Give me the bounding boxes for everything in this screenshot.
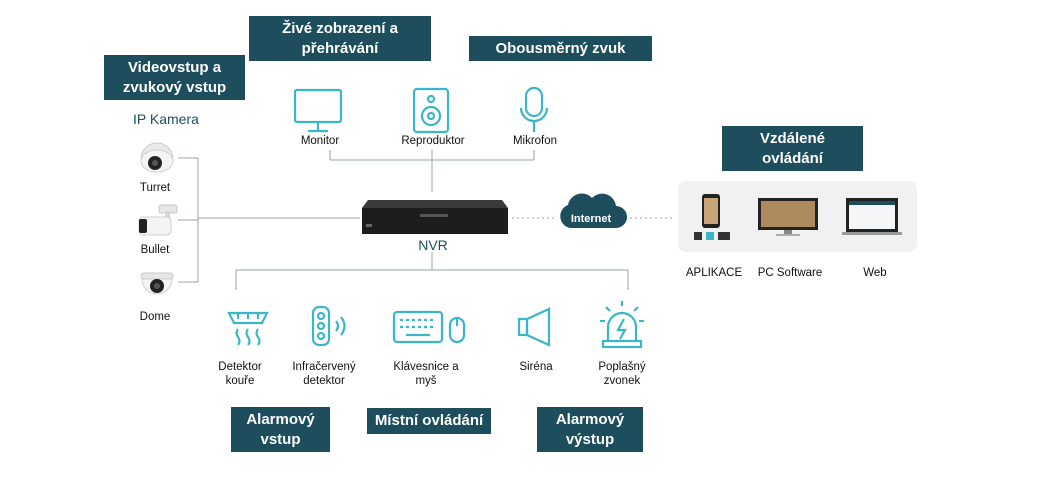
alarm-bell-icon [600,301,644,349]
turret-label: Turret [139,182,171,194]
ip-camera-title: IP Kamera [133,111,199,127]
internet-cloud-icon [560,193,627,228]
infrared-detector-icon [311,305,346,347]
bullet-camera-icon [138,204,178,236]
keyboard-mouse-icon [392,310,466,344]
internet-label: Internet [570,213,612,225]
speaker-icon [412,87,450,134]
nvr-device-icon [362,200,508,234]
web-label: Web [863,267,887,279]
monitor-icon [293,88,343,133]
siren-icon [517,307,551,347]
alarm-input-box: Alarmový vstup [231,407,330,452]
infrared-detector-label: Infračervený detektor [292,361,356,387]
dome-camera-icon [140,272,174,295]
microphone-icon [519,86,549,132]
remote-control-box: Vzdálené ovládání [722,126,863,171]
monitor-label: Monitor [300,135,340,147]
keyboard-mouse-label: Klávesnice a myš [393,361,459,387]
local-control-box: Místní ovládání [367,408,491,434]
web-browser-icon [842,198,902,235]
video-audio-input-box: Videovstup a zvukový vstup [104,55,245,100]
turret-camera-icon [140,142,174,173]
alarm-output-box: Alarmový výstup [537,407,643,452]
nvr-label: NVR [418,237,448,253]
smoke-detector-icon [227,311,269,346]
smoke-detector-label: Detektor kouře [218,361,262,387]
bullet-label: Bullet [140,244,170,256]
dome-label: Dome [139,311,171,323]
alarm-bell-label: Poplašný zvonek [598,361,646,387]
two-way-audio-box: Obousměrný zvuk [469,36,652,61]
microphone-label: Mikrofon [512,135,558,147]
pc-software-icon [758,198,818,236]
app-label: APLIKACE [685,267,743,279]
live-view-box: Živé zobrazení a přehrávání [249,16,431,61]
siren-label: Siréna [519,361,553,373]
speaker-label: Reproduktor [401,135,465,147]
pc-software-label: PC Software [757,267,823,279]
app-icon [694,194,730,240]
